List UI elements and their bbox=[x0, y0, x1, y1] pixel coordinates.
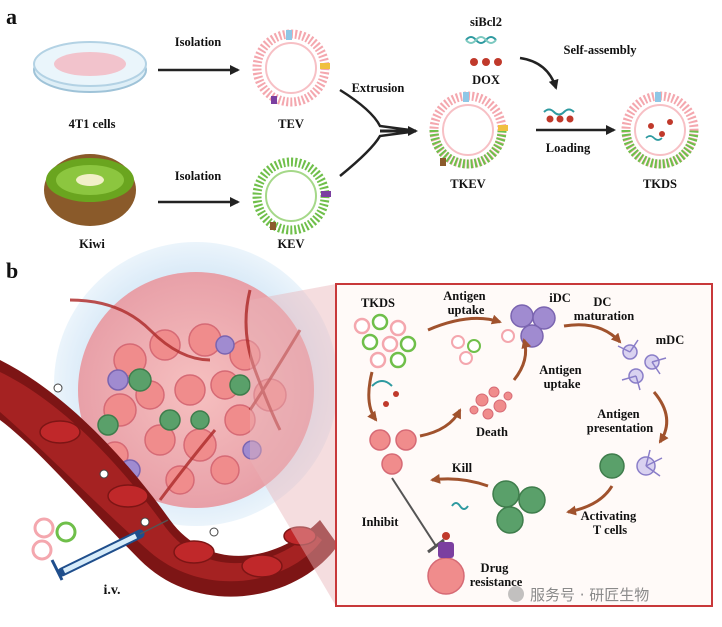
arrow-antigen-uptake-top bbox=[427, 314, 502, 332]
tkds-vesicle bbox=[621, 91, 699, 169]
label-death: Death bbox=[476, 425, 508, 439]
label-inhibit: Inhibit bbox=[362, 515, 400, 529]
syringe-icon bbox=[50, 519, 169, 581]
box-label-tkds: TKDS bbox=[361, 296, 395, 310]
zoom-connector bbox=[250, 284, 336, 606]
label-tev: TEV bbox=[278, 117, 304, 131]
kev-vesicle bbox=[252, 157, 331, 235]
tev-vesicle bbox=[252, 29, 330, 107]
label-kev: KEV bbox=[277, 237, 304, 251]
label-tkev: TKEV bbox=[450, 177, 485, 191]
arrow-antigen-uptake-mid bbox=[512, 338, 532, 381]
petri-dish-icon bbox=[33, 41, 147, 93]
arrow-kill bbox=[430, 473, 489, 488]
mdc-cells bbox=[617, 339, 667, 391]
label-antigen-uptake-top: Antigen uptake bbox=[443, 289, 489, 317]
label-sibcl2: siBcl2 bbox=[470, 15, 502, 29]
label-antigen-uptake-mid: Antigen uptake bbox=[539, 363, 585, 391]
label-self-assembly: Self-assembly bbox=[564, 43, 638, 57]
dead-cell-debris bbox=[469, 386, 513, 420]
label-4t1-cells: 4T1 cells bbox=[69, 117, 116, 131]
label-kiwi: Kiwi bbox=[79, 237, 105, 251]
label-kill: Kill bbox=[452, 461, 473, 475]
arrow-antigen-presentation bbox=[652, 391, 669, 444]
label-dox: DOX bbox=[472, 73, 500, 87]
tkds-small-cluster bbox=[451, 335, 481, 365]
sibcl2-dox-complex-icon bbox=[543, 108, 575, 123]
inhibit-line bbox=[391, 477, 437, 547]
drug-resistant-cell bbox=[427, 502, 469, 595]
label-activating-t-cells: Activating T cells bbox=[581, 509, 640, 537]
drug-release bbox=[371, 380, 399, 407]
label-antigen-presentation: Antigen presentation bbox=[587, 407, 653, 435]
panel-b-letter: b bbox=[6, 258, 18, 283]
label-iv: i.v. bbox=[103, 583, 120, 598]
label-loading: Loading bbox=[546, 141, 591, 155]
panel-a-letter: a bbox=[6, 4, 17, 29]
label-tkds: TKDS bbox=[643, 177, 677, 191]
tkds-particles-icon bbox=[31, 517, 77, 561]
label-extrusion: Extrusion bbox=[352, 81, 405, 95]
blood-vessel bbox=[0, 360, 338, 597]
tkev-vesicle bbox=[429, 91, 508, 169]
arrow-dc-maturation bbox=[563, 323, 622, 344]
label-drug-resistance: Drug resistance bbox=[470, 561, 523, 589]
dox-molecules-icon bbox=[470, 58, 502, 66]
arrow-to-death bbox=[419, 408, 462, 438]
arrow-extrusion-bottom bbox=[339, 130, 411, 177]
idc-cells bbox=[501, 304, 556, 348]
arrow-activating-t-cells bbox=[566, 485, 614, 516]
arrow-tkds-to-tumor bbox=[367, 371, 378, 422]
label-dc-maturation: DC maturation bbox=[574, 295, 634, 323]
t-cell-dc-synapse bbox=[599, 449, 663, 479]
sirna-helix-icon bbox=[465, 36, 497, 44]
tumor-mass bbox=[54, 242, 338, 526]
label-isolation-top: Isolation bbox=[175, 35, 222, 49]
label-isolation-bottom: Isolation bbox=[175, 169, 222, 183]
label-idc: iDC bbox=[549, 291, 571, 305]
tumor-cells-box bbox=[369, 429, 417, 475]
label-mdc: mDC bbox=[656, 333, 684, 347]
watermark: 服务号 · 研匠生物 bbox=[508, 586, 649, 604]
kiwi-icon bbox=[44, 154, 136, 226]
arrow-extrusion-top bbox=[339, 88, 411, 132]
t-cells bbox=[492, 480, 546, 534]
arrow-self-assembly bbox=[519, 56, 559, 90]
watermark-text: 服务号 · 研匠生物 bbox=[530, 586, 649, 604]
tkds-cluster bbox=[353, 313, 417, 369]
